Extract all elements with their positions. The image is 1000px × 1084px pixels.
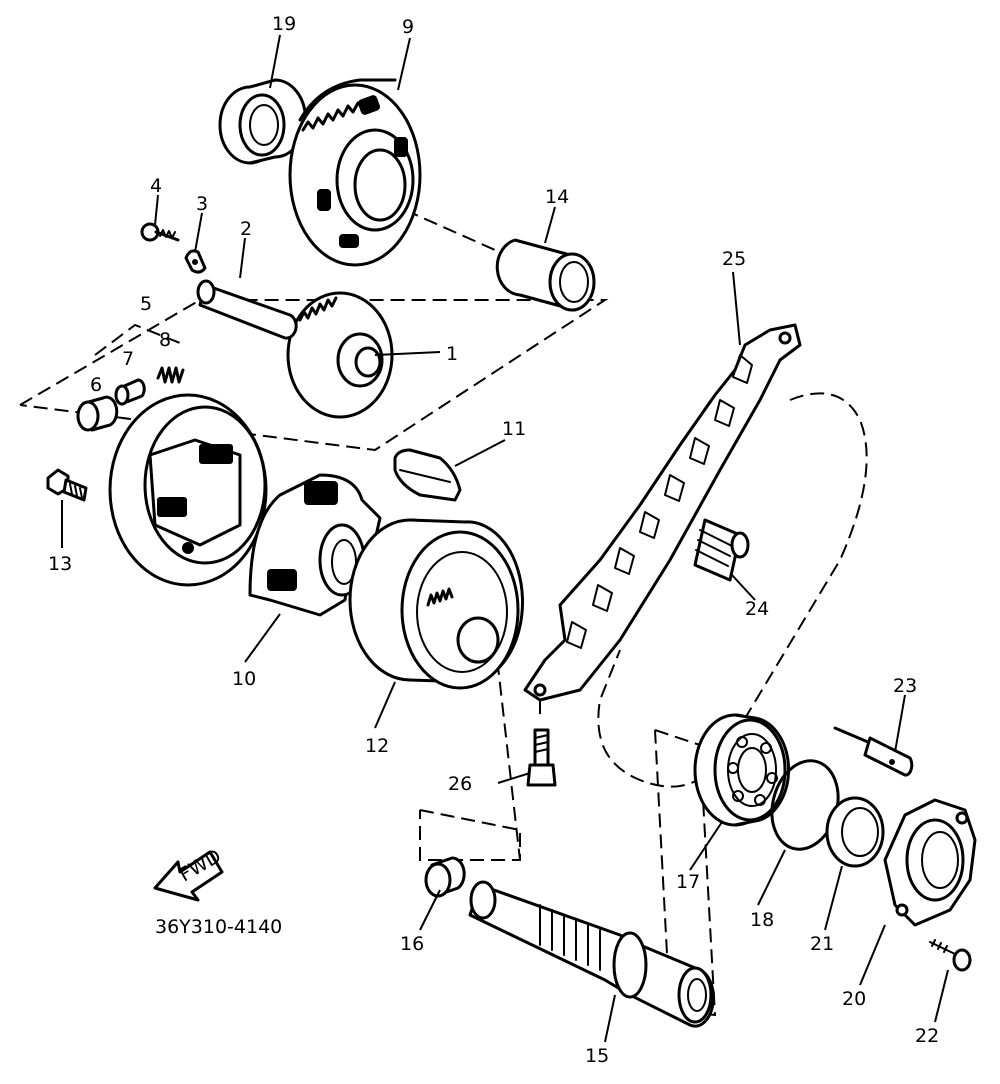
chain-guide-part-25 xyxy=(523,323,802,702)
shaft-part-2 xyxy=(196,279,298,340)
label-3: 3 xyxy=(196,193,208,215)
assembly-outline-lower xyxy=(419,809,521,861)
label-4: 4 xyxy=(150,175,162,197)
label-2: 2 xyxy=(240,218,252,240)
label-1: 1 xyxy=(446,343,458,365)
label-19: 19 xyxy=(272,13,296,35)
label-5: 5 xyxy=(140,293,152,315)
diagram-code: 36Y310-4140 xyxy=(155,916,282,938)
pin-part-23 xyxy=(833,726,914,777)
label-6: 6 xyxy=(90,374,102,396)
label-13: 13 xyxy=(48,553,72,575)
roller-part-6 xyxy=(76,395,119,432)
idler-gear-part-1 xyxy=(286,291,394,419)
chain-roller-part-24 xyxy=(693,518,750,582)
label-8: 8 xyxy=(159,329,171,351)
output-shaft-part-15 xyxy=(468,880,715,1028)
starter-gear-part-9 xyxy=(288,78,422,267)
label-7: 7 xyxy=(122,348,134,370)
label-18: 18 xyxy=(750,909,774,931)
clutch-drum-part-12 xyxy=(348,518,524,690)
label-25: 25 xyxy=(722,248,746,270)
oil-seal-part-21 xyxy=(825,796,885,868)
label-17: 17 xyxy=(676,871,700,893)
leader-lines xyxy=(61,34,949,1043)
plate-part-3 xyxy=(184,249,207,274)
plunger-part-7 xyxy=(114,378,146,406)
label-11: 11 xyxy=(502,418,526,440)
bearing-part-17 xyxy=(693,713,790,827)
forward-direction-arrow: FWD xyxy=(153,845,225,902)
retainer-part-20 xyxy=(883,798,977,927)
assembly-link-9-14 xyxy=(404,209,496,251)
label-10: 10 xyxy=(232,668,256,690)
assembly-outline-right xyxy=(654,729,717,1017)
bushing-part-16 xyxy=(424,856,466,898)
bolt-part-26 xyxy=(526,728,557,787)
label-14: 14 xyxy=(545,186,569,208)
bearing-part-19 xyxy=(218,78,307,165)
label-26: 26 xyxy=(448,773,472,795)
label-9: 9 xyxy=(402,16,414,38)
screw-part-22 xyxy=(929,939,972,972)
assembly-link-12-shaft xyxy=(494,639,521,861)
bolt-part-13 xyxy=(46,468,88,502)
label-15: 15 xyxy=(585,1045,609,1067)
spring-part-8 xyxy=(156,366,185,384)
label-16: 16 xyxy=(400,933,424,955)
label-20: 20 xyxy=(842,988,866,1010)
assembly-outline-left xyxy=(94,323,186,356)
screw-part-4 xyxy=(140,222,180,242)
damper-part-11 xyxy=(393,448,462,502)
label-12: 12 xyxy=(365,735,389,757)
label-22: 22 xyxy=(915,1025,939,1047)
label-24: 24 xyxy=(745,598,769,620)
clutch-housing-part-5 xyxy=(108,393,268,587)
assembly-outline-upper xyxy=(19,299,609,452)
label-21: 21 xyxy=(810,933,834,955)
part-number-labels: 1 2 3 4 5 6 7 8 9 10 11 12 13 14 15 16 1… xyxy=(48,13,939,1067)
bushing-part-14 xyxy=(495,238,596,312)
chain-loop xyxy=(597,392,868,788)
label-23: 23 xyxy=(893,675,917,697)
